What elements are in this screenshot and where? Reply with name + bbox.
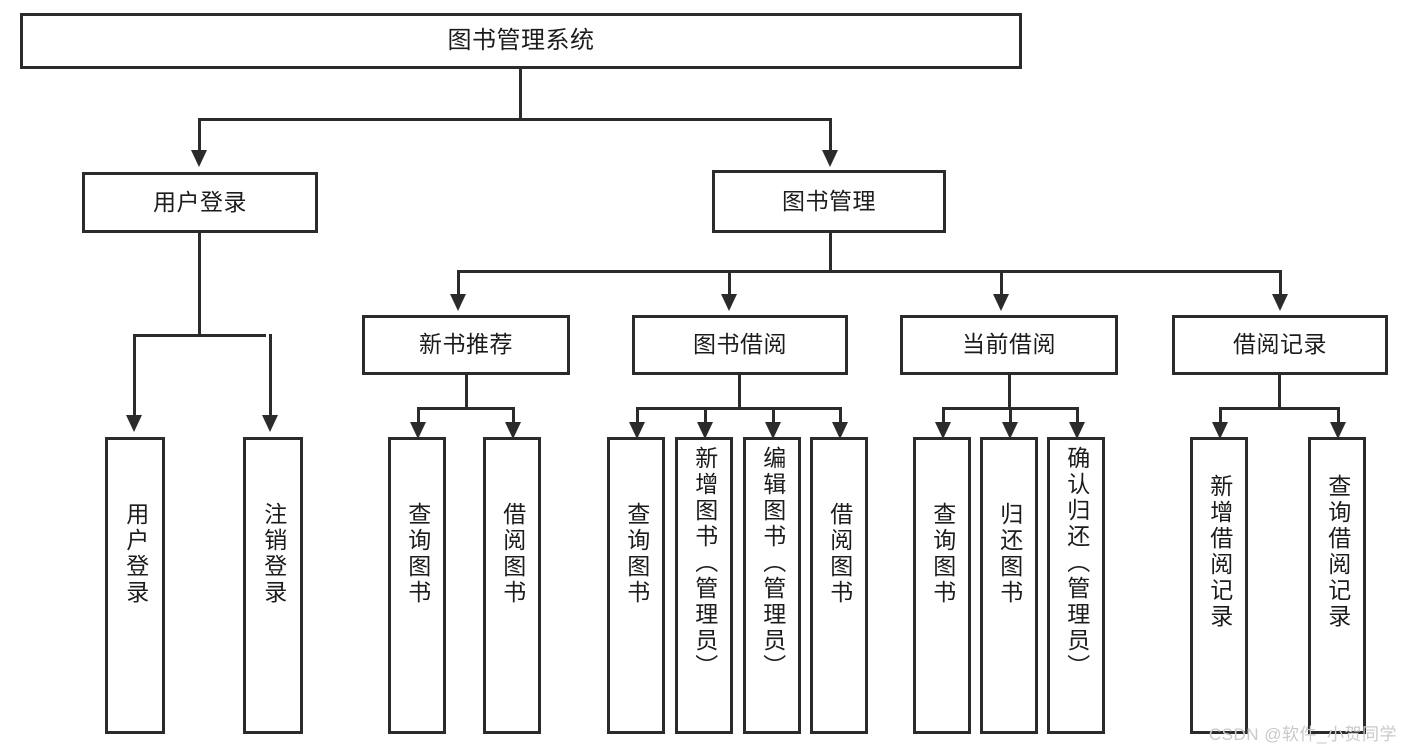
- arrowhead-cb-leaf-2: [1002, 422, 1018, 439]
- connector-current-borrow-stem: [1008, 375, 1011, 407]
- arrowhead-to-book-management: [822, 150, 838, 167]
- node-current-borrow[interactable]: 当前借阅: [900, 315, 1118, 375]
- node-label: 当前借阅: [962, 331, 1056, 358]
- connector-nbr-drop-1: [417, 407, 420, 427]
- arrowhead-br-leaf-2: [1330, 422, 1346, 439]
- node-label: 用户登录: [153, 188, 247, 215]
- node-label: 借阅图书: [499, 502, 526, 606]
- arrowhead-nbr-leaf-1: [410, 422, 426, 439]
- leaf-book-borrow-borrow-book[interactable]: 借阅图书: [810, 437, 868, 734]
- connector-book-management-stem: [829, 233, 832, 270]
- node-root-book-management-system[interactable]: 图书管理系统: [20, 13, 1022, 69]
- node-label: 借阅图书: [826, 502, 853, 606]
- arrowhead-to-new-book-recommend: [450, 294, 466, 311]
- connector-to-book-management: [829, 118, 832, 152]
- connector-cb-drop-2: [1009, 407, 1012, 427]
- connector-nbr-drop-2: [512, 407, 515, 427]
- node-label: 图书管理: [782, 187, 876, 214]
- connector-br-drop-1: [1219, 407, 1222, 427]
- leaf-new-book-recommend-query-book[interactable]: 查询图书: [388, 437, 446, 734]
- node-book-management[interactable]: 图书管理: [712, 170, 946, 233]
- node-label: 图书借阅: [693, 331, 787, 358]
- connector-level3-bar: [457, 270, 1282, 273]
- arrowhead-nbr-leaf-2: [505, 422, 521, 439]
- connector-cb-drop-1: [942, 407, 945, 427]
- connector-cb-drop-3: [1076, 407, 1079, 427]
- node-label: 新增借阅记录: [1206, 474, 1233, 630]
- leaf-book-borrow-edit-book-admin[interactable]: 编辑图书（管理员）: [743, 437, 801, 734]
- arrowhead-bb-leaf-1: [629, 422, 645, 439]
- arrowhead-to-borrow-record: [1272, 294, 1288, 311]
- connector-to-current-borrow: [1000, 270, 1003, 296]
- leaf-book-borrow-add-book-admin[interactable]: 新增图书（管理员）: [675, 437, 733, 734]
- arrowhead-user-login-leaf-1: [126, 415, 142, 432]
- arrowhead-br-leaf-1: [1212, 422, 1228, 439]
- connector-new-book-recommend-stem: [465, 375, 468, 407]
- arrowhead-cb-leaf-3: [1069, 422, 1085, 439]
- connector-br-drop-2: [1337, 407, 1340, 427]
- leaf-user-login-logout[interactable]: 注销登录: [243, 437, 303, 734]
- leaf-current-borrow-return-book[interactable]: 归还图书: [980, 437, 1038, 734]
- connector-borrow-record-bar: [1219, 407, 1339, 410]
- connector-to-user-login: [198, 118, 201, 152]
- node-label: 查询图书: [929, 502, 956, 606]
- node-borrow-record[interactable]: 借阅记录: [1172, 315, 1388, 375]
- leaf-borrow-record-query-record[interactable]: 查询借阅记录: [1308, 437, 1366, 734]
- leaf-user-login-login[interactable]: 用户登录: [105, 437, 165, 734]
- arrowhead-to-user-login: [191, 150, 207, 167]
- connector-new-book-recommend-bar: [417, 407, 515, 410]
- node-new-book-recommend[interactable]: 新书推荐: [362, 315, 570, 375]
- node-label: 编辑图书（管理员）: [759, 446, 786, 680]
- connector-borrow-record-stem: [1278, 375, 1281, 407]
- node-user-login[interactable]: 用户登录: [82, 172, 318, 233]
- arrowhead-to-current-borrow: [993, 294, 1009, 311]
- node-label: 用户登录: [122, 502, 149, 606]
- node-label: 查询借阅记录: [1324, 474, 1351, 630]
- leaf-current-borrow-query-book[interactable]: 查询图书: [913, 437, 971, 734]
- node-book-borrow[interactable]: 图书借阅: [632, 315, 848, 375]
- connector-to-borrow-record: [1279, 270, 1282, 296]
- connector-user-login-stem: [198, 233, 201, 334]
- node-label: 借阅记录: [1233, 331, 1327, 358]
- arrowhead-bb-leaf-3: [765, 422, 781, 439]
- connector-root-stem: [519, 69, 522, 118]
- connector-level2-bar: [198, 118, 832, 121]
- connector-user-login-drop-1: [133, 334, 136, 417]
- node-label: 查询图书: [404, 502, 431, 606]
- arrowhead-bb-leaf-2: [697, 422, 713, 439]
- leaf-book-borrow-query-book[interactable]: 查询图书: [607, 437, 665, 734]
- node-label: 注销登录: [260, 502, 287, 606]
- node-label: 新增图书（管理员）: [691, 446, 718, 680]
- connector-book-borrow-stem: [738, 375, 741, 407]
- connector-bb-drop-4: [839, 407, 842, 427]
- connector-to-new-book-recommend: [457, 270, 460, 296]
- arrowhead-bb-leaf-4: [832, 422, 848, 439]
- leaf-borrow-record-add-record[interactable]: 新增借阅记录: [1190, 437, 1248, 734]
- leaf-current-borrow-confirm-return-admin[interactable]: 确认归还（管理员）: [1047, 437, 1105, 734]
- node-label: 确认归还（管理员）: [1063, 446, 1090, 680]
- node-label: 查询图书: [623, 502, 650, 606]
- connector-user-login-bar: [133, 334, 266, 337]
- leaf-new-book-recommend-borrow-book[interactable]: 借阅图书: [483, 437, 541, 734]
- connector-bb-drop-3: [772, 407, 775, 427]
- arrowhead-to-book-borrow: [721, 294, 737, 311]
- connector-bb-drop-2: [704, 407, 707, 427]
- connector-book-borrow-bar: [636, 407, 841, 410]
- arrowhead-cb-leaf-1: [935, 422, 951, 439]
- connector-bb-drop-1: [636, 407, 639, 427]
- connector-to-book-borrow: [728, 270, 731, 296]
- node-label: 新书推荐: [419, 331, 513, 358]
- connector-user-login-drop-2: [269, 334, 272, 417]
- node-label: 图书管理系统: [447, 26, 595, 54]
- arrowhead-user-login-leaf-2: [262, 415, 278, 432]
- node-label: 归还图书: [996, 502, 1023, 606]
